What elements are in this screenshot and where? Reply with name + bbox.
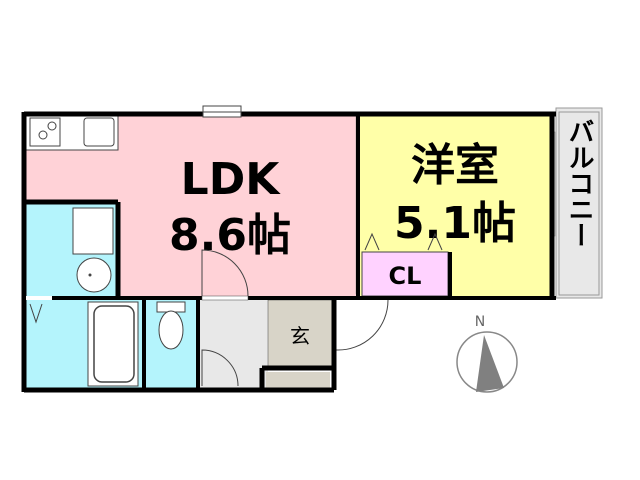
western-size: 5.1帖 bbox=[394, 198, 516, 249]
closet-label: CL bbox=[389, 262, 422, 290]
compass: N bbox=[456, 314, 518, 393]
toilet-icon bbox=[158, 310, 184, 350]
ldk-size: 8.6帖 bbox=[169, 210, 291, 261]
balcony: バルコニー bbox=[555, 107, 603, 299]
entry-door-swing bbox=[335, 299, 389, 351]
toilet bbox=[146, 300, 198, 388]
washbasin-icon bbox=[76, 257, 112, 293]
walls bbox=[21, 111, 556, 393]
hall bbox=[200, 300, 268, 388]
balcony-label: バルコニー bbox=[564, 118, 594, 248]
door-swing bbox=[201, 249, 249, 297]
compass-north-label: N bbox=[475, 314, 485, 330]
entrance: 玄 bbox=[266, 299, 389, 388]
compass-needle-icon bbox=[476, 335, 504, 392]
western-name: 洋室 bbox=[411, 140, 499, 191]
entrance-label: 玄 bbox=[290, 324, 310, 348]
washing-machine-space bbox=[72, 207, 114, 255]
bathtub-icon bbox=[93, 305, 135, 383]
ldk-name: LDK bbox=[181, 154, 282, 205]
room-western: 洋室 5.1帖 CL bbox=[355, 114, 556, 298]
bathroom bbox=[24, 300, 142, 388]
washroom bbox=[24, 204, 120, 298]
stove-icon bbox=[29, 117, 61, 147]
window bbox=[202, 105, 242, 113]
sink-icon bbox=[83, 117, 115, 147]
